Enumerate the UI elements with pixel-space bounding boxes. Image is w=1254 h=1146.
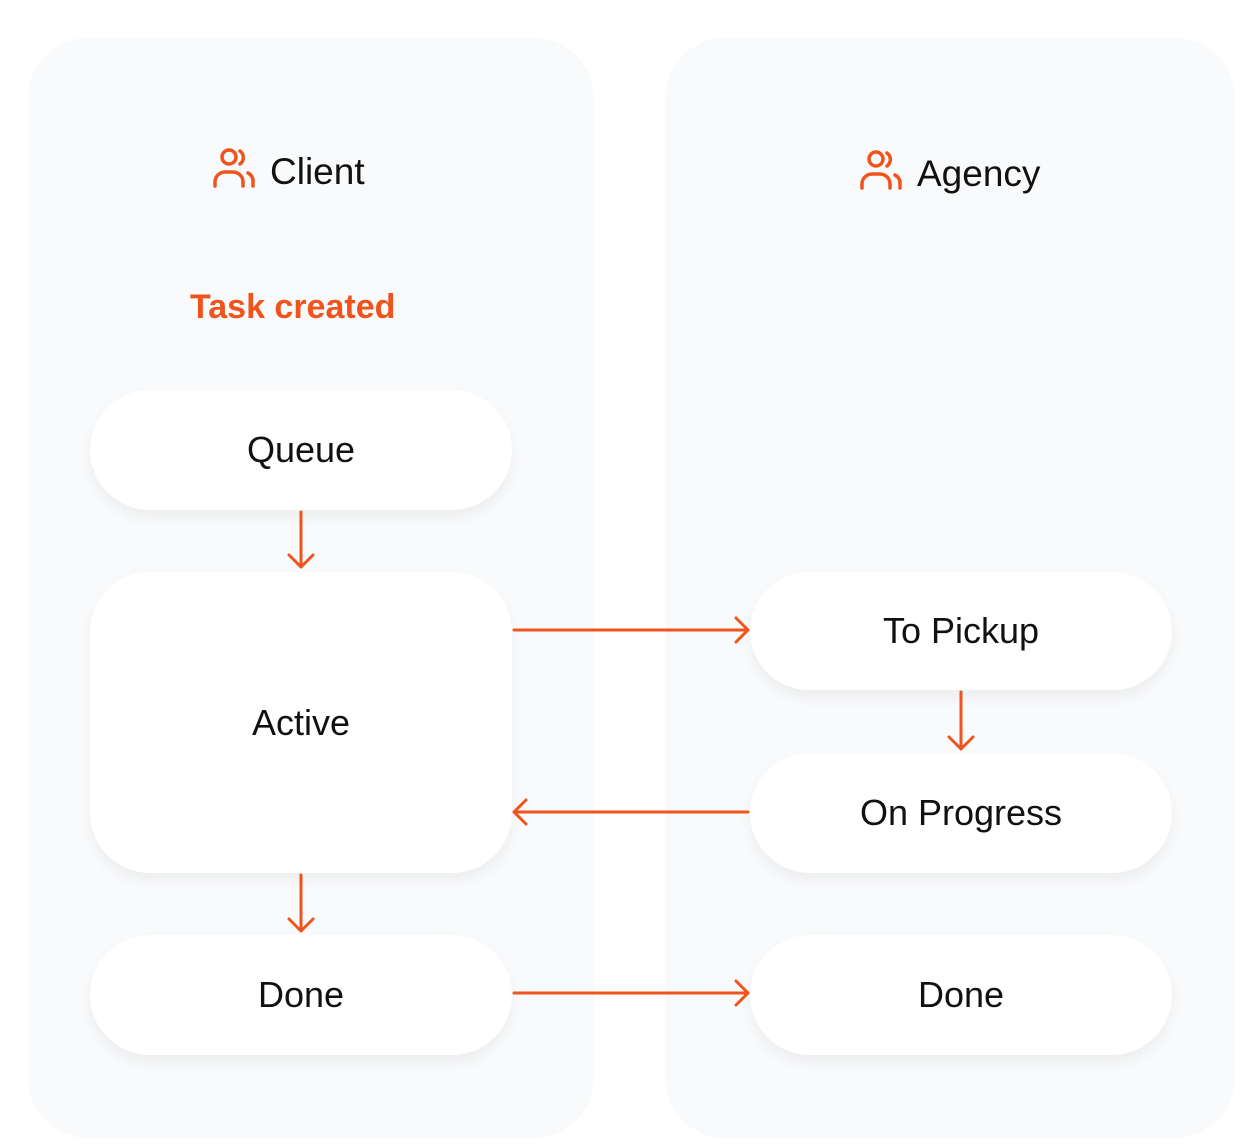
- agency-to-pickup-box: To Pickup: [750, 572, 1172, 690]
- agency-title: Agency: [917, 152, 1041, 194]
- client-queue-box: Queue: [90, 390, 512, 510]
- arrow-queue-to-active: [287, 510, 315, 569]
- client-active-box: Active: [90, 572, 512, 873]
- agency-header: Agency: [859, 148, 1040, 199]
- arrow-active-to-done: [287, 873, 315, 933]
- agency-done-box: Done: [750, 935, 1172, 1055]
- users-icon: [859, 148, 903, 199]
- arrow-done-to-done: [512, 979, 750, 1007]
- arrow-active-to-pickup: [512, 616, 750, 644]
- client-title: Client: [270, 150, 365, 192]
- users-icon: [212, 146, 256, 197]
- task-created-label: Task created: [190, 288, 396, 326]
- client-done-box: Done: [90, 935, 512, 1055]
- arrow-progress-to-active: [512, 798, 750, 826]
- agency-on-progress-box: On Progress: [750, 753, 1172, 873]
- client-header: Client: [212, 146, 365, 197]
- arrow-pickup-to-progress: [947, 690, 975, 751]
